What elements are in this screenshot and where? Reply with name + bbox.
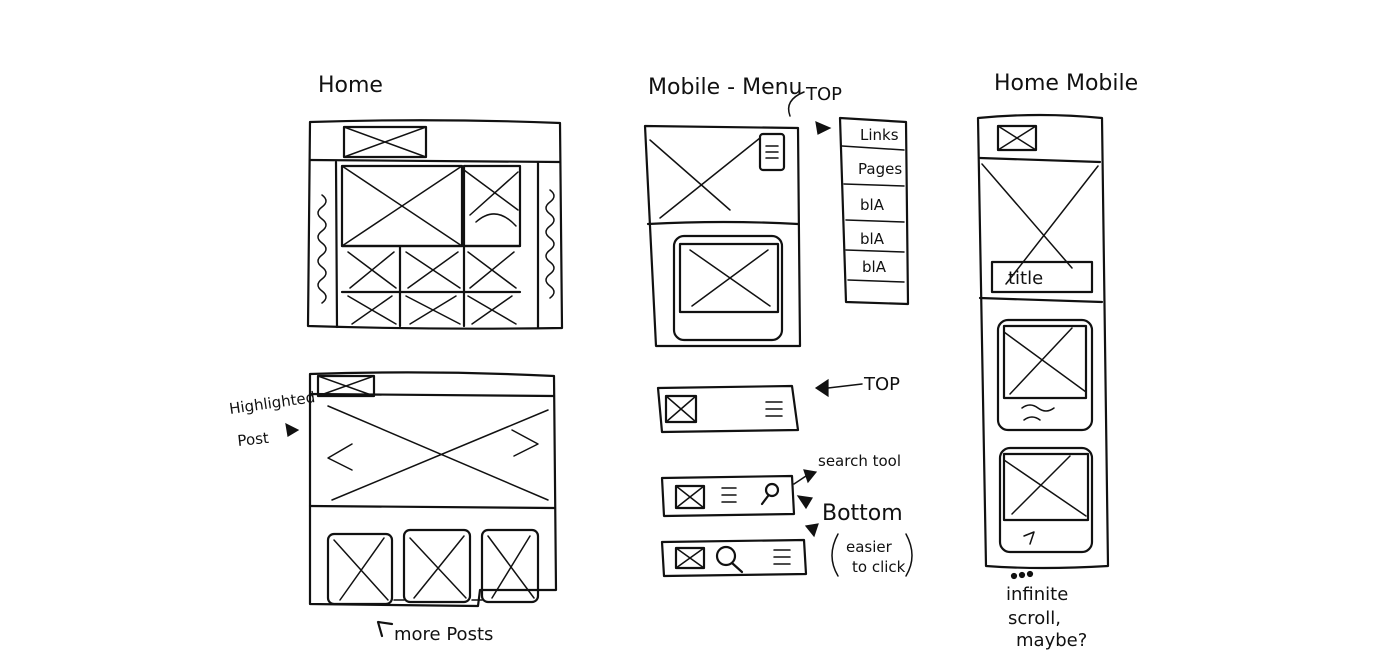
highlighted-note-line1: Highlighted <box>228 388 316 418</box>
home-bottom-frame <box>308 371 558 608</box>
top-label-2: TOP <box>863 374 900 395</box>
mobile-menu-sketch: Mobile - Menu TOP Links Pages blA blA <box>643 75 913 578</box>
home-mobile-phone: title <box>976 113 1110 570</box>
home-mobile-title: Home Mobile <box>994 71 1138 96</box>
home-title: Home <box>318 73 383 98</box>
menu-item-pages[interactable]: Pages <box>858 160 902 178</box>
search-tool-label: search tool <box>818 452 901 470</box>
mobile-menu-title: Mobile - Menu <box>648 75 803 100</box>
bottom-label: Bottom <box>822 501 903 526</box>
arrow-icon <box>804 523 819 538</box>
top-bar-sketch: TOP <box>656 374 900 434</box>
easier-line1: easier <box>846 538 893 556</box>
arrow-icon <box>815 121 832 135</box>
top-label-1: TOP <box>805 84 842 105</box>
menu-item-bla-2[interactable]: blA <box>860 230 885 248</box>
home-top-frame <box>306 119 564 330</box>
arrow-icon <box>803 469 818 484</box>
infinite-scroll-annotation: infinite scroll, maybe? <box>1006 570 1087 651</box>
search-icon <box>764 482 780 498</box>
bottom-bar-sketch: Bottom easier to click <box>660 495 913 578</box>
home-mobile-sketch: Home Mobile title infini <box>976 71 1138 651</box>
arrow-icon <box>814 378 829 398</box>
more-posts-annotation: more Posts <box>376 620 493 645</box>
mobile-menu-phone <box>643 124 802 348</box>
arrow-icon <box>285 422 300 437</box>
infinite-line2: scroll, <box>1008 608 1061 629</box>
more-posts-label: more Posts <box>394 624 493 645</box>
menu-item-bla-3[interactable]: blA <box>862 258 887 276</box>
highlighted-note-line2: Post <box>237 429 270 450</box>
search-tool-bar-sketch: search tool <box>660 452 901 518</box>
menu-item-bla-1[interactable]: blA <box>860 196 885 214</box>
search-icon <box>715 545 737 567</box>
highlighted-post-annotation: Highlighted Post <box>228 388 316 450</box>
menu-item-links[interactable]: Links <box>860 126 899 144</box>
arrow-icon <box>376 620 394 638</box>
home-sketch: Home <box>228 73 564 645</box>
infinite-line3: maybe? <box>1016 630 1087 651</box>
top-annotation-1: TOP <box>787 84 842 135</box>
arrow-icon <box>796 495 813 510</box>
menu-panel: Links Pages blA blA blA <box>838 116 910 306</box>
easier-line2: to click <box>852 558 906 576</box>
infinite-line1: infinite <box>1006 584 1068 605</box>
title-box-text: title <box>1008 268 1043 289</box>
